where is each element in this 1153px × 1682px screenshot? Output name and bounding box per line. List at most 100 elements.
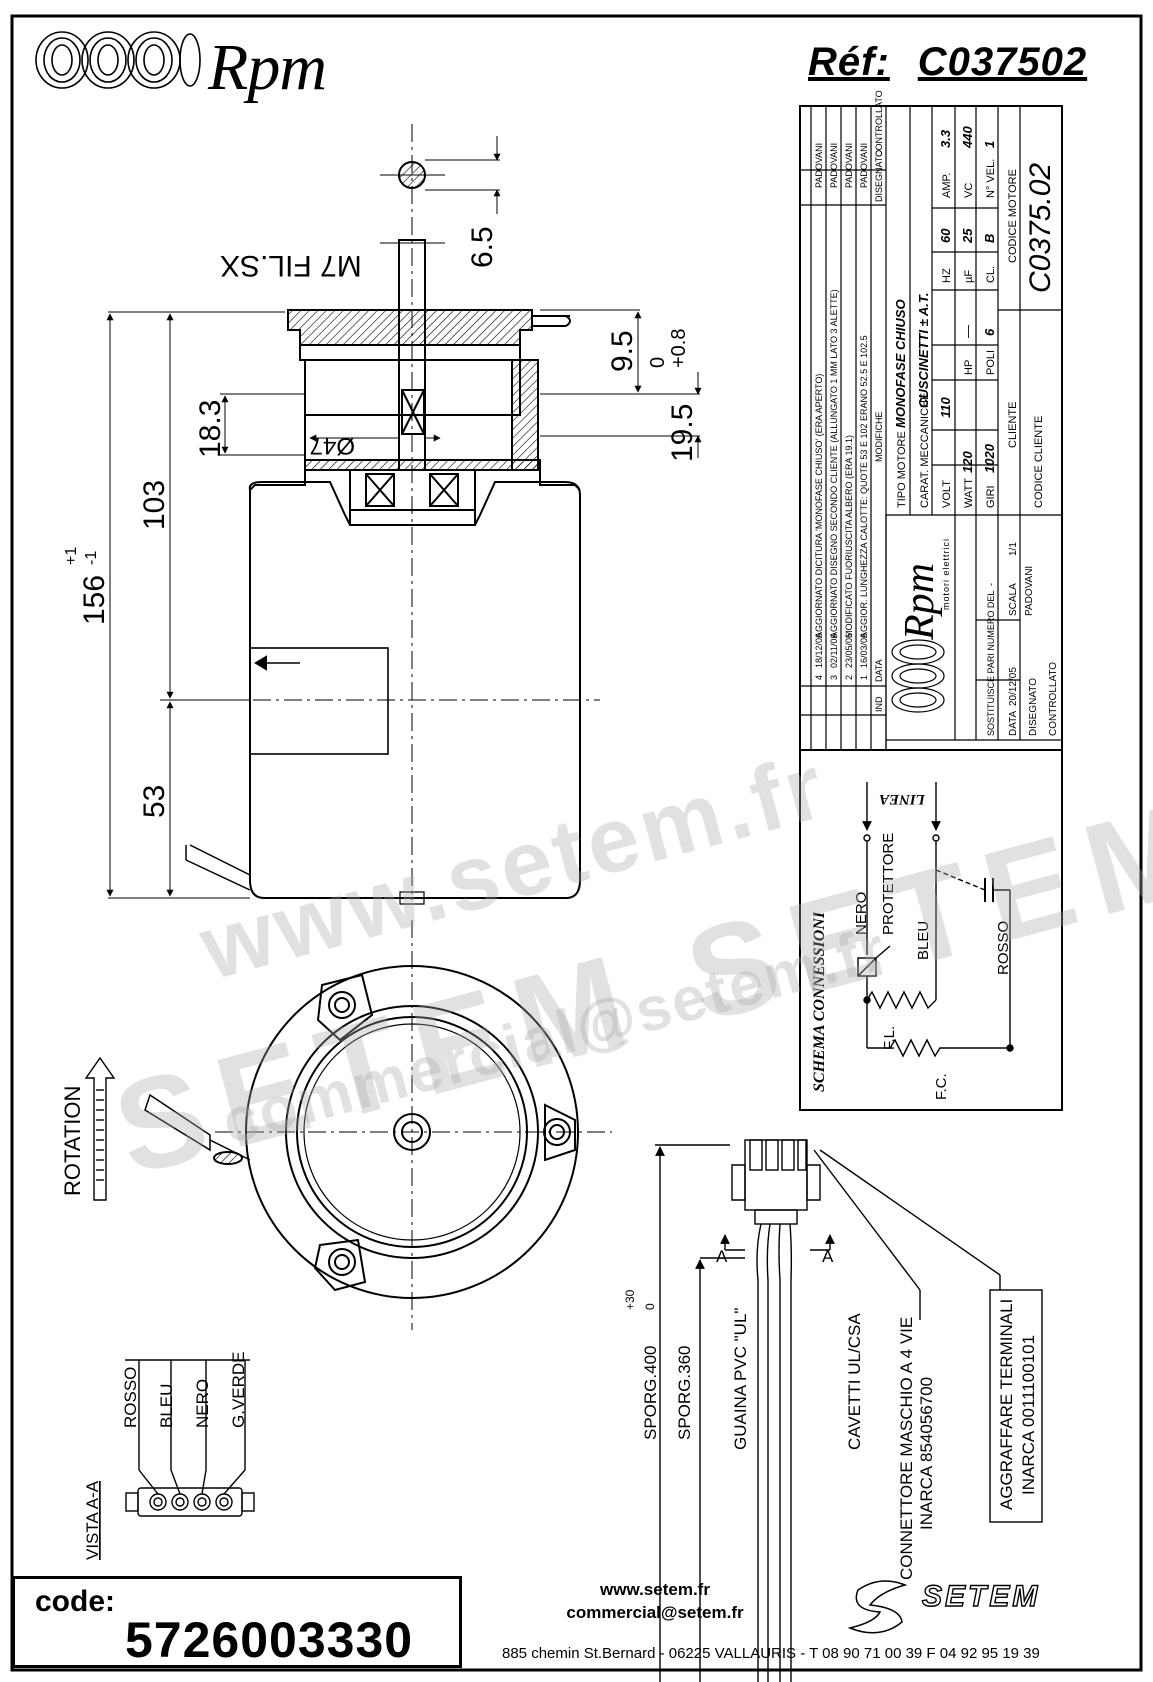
spec-cl-value: B <box>982 234 997 243</box>
spec-vel-value: 1 <box>982 141 997 148</box>
vista-aa-title: VISTA A-A <box>83 1480 102 1560</box>
connettore-label-2: INARCA 854056700 <box>917 1377 936 1530</box>
dim-overall-tol-minus: -1 <box>83 551 100 565</box>
setem-swoosh-icon <box>847 1580 908 1634</box>
sheet-border <box>10 14 1143 1672</box>
client-code-label: CODICE CLIENTE <box>1033 416 1045 508</box>
spec-poli-value: 6 <box>982 328 997 336</box>
motor-side-view <box>160 124 600 905</box>
spec-hp-label: HP <box>963 360 975 375</box>
schematic-fc: F.C. <box>933 1073 950 1100</box>
wiring-schematic <box>857 782 1014 1058</box>
spec-volt-value: 110 <box>938 397 953 418</box>
motor-type-value: MONOFASE CHIUSO <box>893 299 908 428</box>
dim-lower-length: 53 <box>138 785 171 818</box>
motor-code-label: CODICE MOTORE <box>1007 169 1019 263</box>
rev-3-text: AGGIORNATO DISEGNO SECONDO CLIENTE (ALLU… <box>829 289 839 638</box>
spec-volt-label: VOLT <box>941 480 953 508</box>
ref-value: C037502 <box>917 40 1088 84</box>
rev-1-text: AGGIOR. LUNGHEZZA CALOTTE: QUOTE 53 E 10… <box>859 335 869 638</box>
schematic-title: SCHEMA CONNESSIONI <box>811 911 828 1092</box>
title-block-text: 4 18/12/06 AGGIORNATO DICITURA 'MONOFASE… <box>814 90 1059 736</box>
spec-poli-label: POLI <box>985 350 997 375</box>
sporg-360-label: SPORG.360 <box>675 1346 694 1441</box>
mech-label: CARAT. MECCANICHE <box>919 393 931 508</box>
checked-label: CONTROLLATO <box>1048 662 1059 736</box>
aggraffare-label-2: INARCA 0011100101 <box>1019 1335 1038 1495</box>
motor-code-value: C0375.02 <box>1024 163 1057 293</box>
code-value: 5726003330 <box>125 1612 414 1668</box>
schematic-fl: F.L. <box>881 1026 898 1050</box>
spec-uf-value: 25 <box>960 228 975 244</box>
connettore-label-1: CONNETTORE MASCHIO A 4 VIE <box>897 1317 916 1580</box>
aggraffare-label-1: AGGRAFFARE TERMINALI <box>997 1299 1016 1510</box>
motor-type-label: TIPO MOTORE <box>896 431 908 508</box>
spec-hp-value: — <box>960 325 975 338</box>
date-label: DATA <box>1008 710 1019 736</box>
connector-detail <box>655 1139 1043 1682</box>
wire-nero: NERO <box>193 1379 212 1428</box>
spec-amp-label: AMP. <box>941 173 953 198</box>
dim-overall-length: 156 <box>78 575 111 625</box>
drawn-by-value: PADOVANI <box>1024 566 1035 616</box>
footer-web[interactable]: www.setem.fr <box>600 1580 710 1599</box>
dim-overall-tol-plus: +1 <box>63 547 80 565</box>
title-block <box>799 105 1063 1111</box>
company-name: Rpm <box>897 563 943 641</box>
motor-front-view <box>144 920 612 1330</box>
schematic-labels: SCHEMA CONNESSIONI LINEA NERO PROTETTORE… <box>811 791 1012 1100</box>
scale-label: SCALA <box>1008 583 1019 616</box>
company-sub: motori elettrici <box>941 538 951 610</box>
connector-labels: A A SPORG.400 +30 0 SPORG.360 GUAINA PVC… <box>623 1247 1038 1580</box>
spec-hz-label: HZ <box>941 268 953 283</box>
spec-vc-value: 440 <box>960 126 975 149</box>
shaft-thread-label: M7 FIL.SX <box>220 249 362 282</box>
vista-aa-labels: VISTA A-A ROSSO BLEU NERO G.VERDE <box>83 1351 248 1560</box>
spec-giri-value: 1020 <box>982 443 997 473</box>
rotation-arrow <box>84 1056 116 1201</box>
sporg-400-tol-bottom: 0 <box>643 1303 657 1310</box>
rev-4-text: AGGIORNATO DICITURA 'MONOFASE CHIUSO' (E… <box>814 374 824 638</box>
section-mark-right: A <box>822 1247 834 1266</box>
dim-offset-tol-top: 0 <box>647 357 669 368</box>
rev-1-date: 16/03/06 <box>859 633 869 668</box>
mech-value: CUSCINETTI ± A.T. <box>916 293 931 408</box>
rev-header-ind: IND <box>874 696 884 712</box>
vista-aa-detail <box>125 1359 255 1517</box>
section-mark-left: A <box>716 1247 728 1266</box>
sporg-400-tol-top: +30 <box>623 1289 637 1310</box>
footer-email[interactable]: commercial@setem.fr <box>566 1603 744 1622</box>
replaces-label: SOSTITUISCE PARI NUMERO DEL <box>986 591 996 736</box>
replaces-value: - <box>986 583 996 586</box>
cavetti-label: CAVETTI UL/CSA <box>845 1313 864 1450</box>
title-block-coil-logo <box>891 639 945 713</box>
dim-offset-a: 9.5 <box>606 330 639 372</box>
rev-3-ind: 3 <box>829 675 839 680</box>
rotation-label: ROTATION <box>60 1086 85 1196</box>
rev-header-checked: CONTROLLATO <box>874 90 884 157</box>
spec-uf-label: µF <box>963 270 975 283</box>
rev-1-ind: 1 <box>859 675 869 680</box>
date-value: 20/12/05 <box>1008 667 1019 706</box>
schematic-rosso: ROSSO <box>995 921 1012 975</box>
rev-2-ind: 2 <box>844 675 854 680</box>
spec-hz-value: 60 <box>938 228 953 243</box>
schematic-bleu: BLEU <box>915 921 932 960</box>
client-label: CLIENTE <box>1007 402 1019 448</box>
dim-offset-tol-bottom: +0.8 <box>668 329 690 368</box>
code-label: code: <box>35 1585 116 1618</box>
rev-header-mods: MODIFICHE <box>874 412 884 463</box>
rev-2-date: 23/05/06 <box>844 633 854 668</box>
schematic-nero: NERO <box>853 892 870 935</box>
footer-address: 885 chemin St.Bernard - 06225 VALLAURIS … <box>502 1645 1040 1662</box>
wire-bleu: BLEU <box>157 1384 176 1428</box>
wire-gverde: G.VERDE <box>229 1351 248 1428</box>
rev-header-drawn: DISEGNATO <box>874 150 884 202</box>
spec-watt-value: 120 <box>960 451 975 473</box>
rpm-coil-logo <box>35 31 201 89</box>
spec-watt-label: WATT <box>963 478 975 508</box>
scale-value: 1/1 <box>1008 542 1019 556</box>
rev-2-text: MODIFICATO FUORIUSCITA ALBERO (ERA 19.1) <box>844 435 854 638</box>
dim-body-length: 103 <box>138 480 171 530</box>
rev-4-date: 18/12/06 <box>814 633 824 668</box>
